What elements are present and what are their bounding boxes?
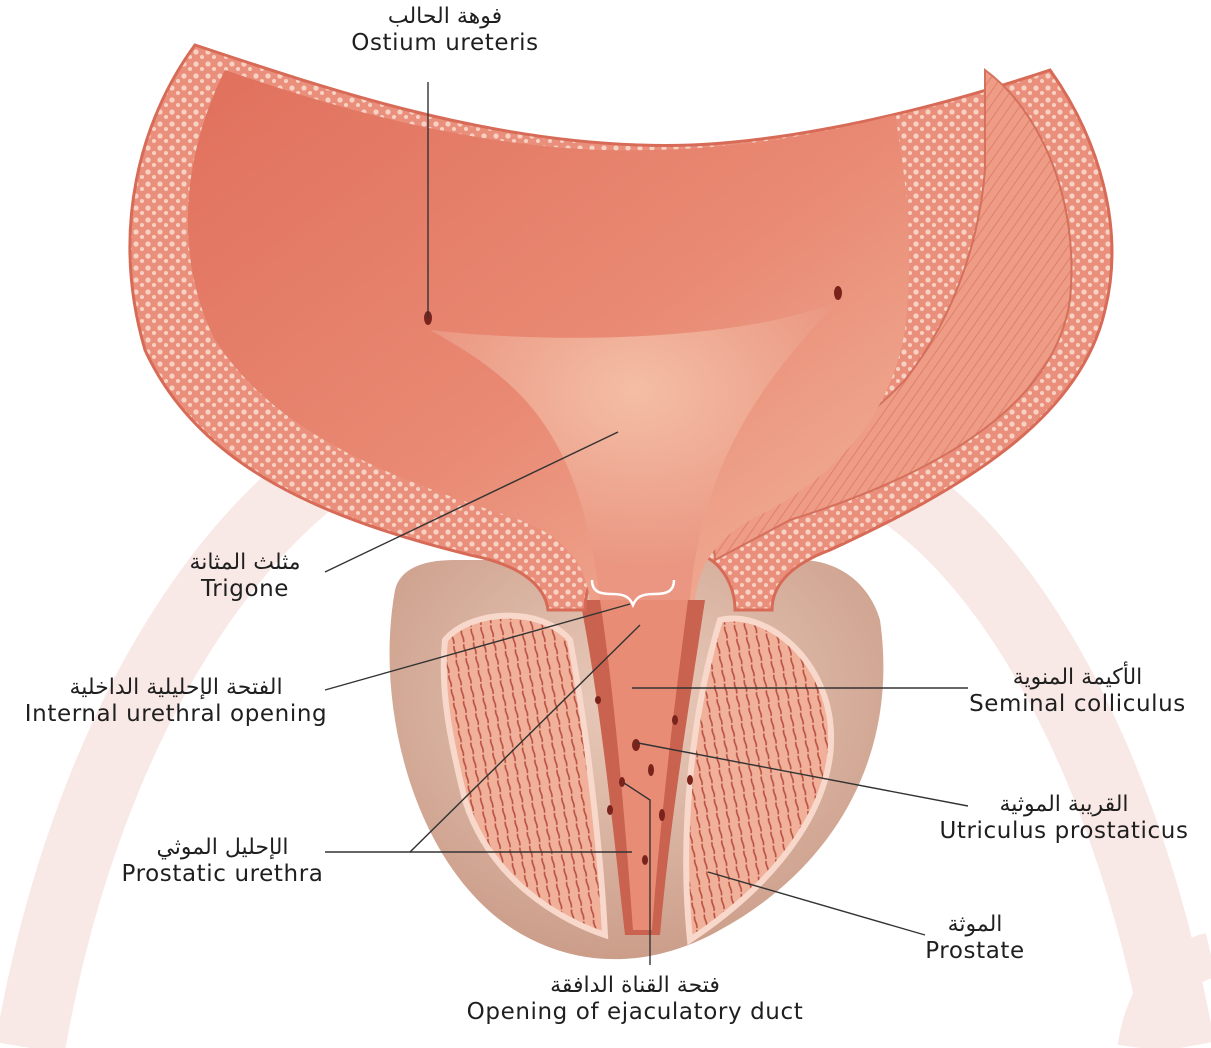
label-ejaculatory-en: Opening of ejaculatory duct: [440, 999, 830, 1026]
label-ostium-ureteris: فوهة الحالب Ostium ureteris: [330, 4, 560, 57]
label-utriculus-ar: القريبة الموثية: [920, 792, 1208, 818]
label-ostium-en: Ostium ureteris: [330, 30, 560, 57]
label-utriculus-prostaticus: القريبة الموثية Utriculus prostaticus: [920, 792, 1208, 845]
label-seminal-colliculus-en: Seminal colliculus: [950, 691, 1205, 718]
label-prostatic-urethra-en: Prostatic urethra: [100, 861, 345, 888]
label-trigone: مثلث المثانة Trigone: [160, 550, 330, 603]
label-internal-urethral-opening: الفتحة الإحليلية الداخلية Internal ureth…: [6, 675, 346, 728]
label-internal-opening-ar: الفتحة الإحليلية الداخلية: [6, 675, 346, 701]
label-prostate: الموثة Prostate: [910, 912, 1040, 965]
label-prostate-ar: الموثة: [910, 912, 1040, 938]
label-seminal-colliculus: الأكيمة المنوية Seminal colliculus: [950, 665, 1205, 718]
label-utriculus-en: Utriculus prostaticus: [920, 818, 1208, 845]
label-ejaculatory-duct: فتحة القناة الدافقة Opening of ejaculato…: [440, 973, 830, 1026]
label-internal-opening-en: Internal urethral opening: [6, 701, 346, 728]
prostate: [390, 560, 884, 959]
label-seminal-colliculus-ar: الأكيمة المنوية: [950, 665, 1205, 691]
label-ejaculatory-ar: فتحة القناة الدافقة: [440, 973, 830, 999]
label-prostate-en: Prostate: [910, 938, 1040, 965]
label-prostatic-urethra: الإحليل الموثي Prostatic urethra: [100, 835, 345, 888]
label-prostatic-urethra-ar: الإحليل الموثي: [100, 835, 345, 861]
label-ostium-ar: فوهة الحالب: [330, 4, 560, 30]
label-trigone-en: Trigone: [160, 576, 330, 603]
label-trigone-ar: مثلث المثانة: [160, 550, 330, 576]
